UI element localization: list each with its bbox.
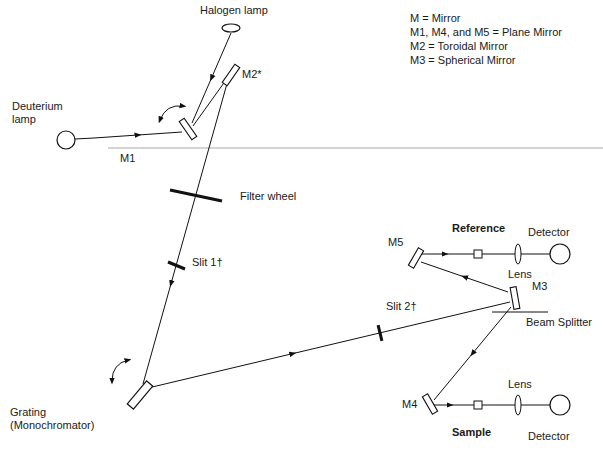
lamp-stem — [75, 138, 94, 139]
filter-wheel-symbol — [170, 190, 222, 201]
detector-symbol — [550, 395, 570, 415]
light-beam — [420, 254, 550, 255]
key-line: M3 = Spherical Mirror — [410, 54, 515, 67]
lens-symbol — [515, 395, 521, 415]
light-beam — [434, 405, 550, 406]
slit-symbol — [168, 262, 185, 269]
detector-label: Detector — [528, 430, 570, 443]
grating-label: Grating (Monochromator) — [10, 406, 114, 432]
light-beam — [94, 132, 182, 138]
key-line: M1, M4, and M5 = Plane Mirror — [410, 26, 562, 39]
mirror-label: M1 — [120, 152, 135, 165]
lens-symbol — [515, 244, 521, 264]
cell-symbol — [474, 401, 482, 409]
mirror-symbol — [179, 118, 197, 139]
slit-symbol — [378, 325, 382, 341]
light-beam — [148, 302, 510, 388]
slit-label: Slit 2† — [386, 300, 417, 313]
lens-label: Lens — [508, 378, 532, 391]
grating-symbol — [127, 381, 152, 409]
mirror-label: M5 — [388, 236, 403, 249]
part-label: Filter wheel — [240, 190, 296, 203]
light-beam — [143, 80, 228, 384]
halogen-lamp-symbol — [222, 24, 240, 32]
light-beam — [434, 307, 511, 400]
rotation-arrow — [160, 106, 183, 120]
mirror-symbol — [222, 64, 240, 85]
mirror-label: M4 — [402, 398, 417, 411]
beam-splitter-symbol — [492, 312, 548, 313]
part-label: Beam Splitter — [526, 316, 592, 329]
key-line: M = Mirror — [410, 12, 460, 25]
mirror-label: M2* — [242, 68, 262, 81]
rotation-arrow — [112, 360, 128, 381]
detector-label: Detector — [528, 226, 570, 239]
mirror-symbol — [408, 248, 423, 268]
lamp-label: Halogen lamp — [200, 4, 268, 17]
slit-label: Slit 1† — [192, 256, 223, 269]
lamp-label: Deuterium lamp — [12, 100, 76, 126]
light-beam — [421, 262, 508, 292]
path-label: Sample — [452, 426, 491, 439]
mirror-symbol — [510, 287, 520, 310]
key-line: M2 = Toroidal Mirror — [410, 40, 508, 53]
mirror-symbol — [422, 394, 437, 414]
detector-symbol — [550, 244, 570, 264]
cell-symbol — [474, 250, 482, 258]
path-label: Reference — [452, 222, 505, 235]
lens-label: Lens — [508, 268, 532, 281]
divider-line — [108, 148, 603, 149]
deuterium-lamp-symbol — [57, 131, 75, 149]
mirror-label: M3 — [532, 280, 547, 293]
